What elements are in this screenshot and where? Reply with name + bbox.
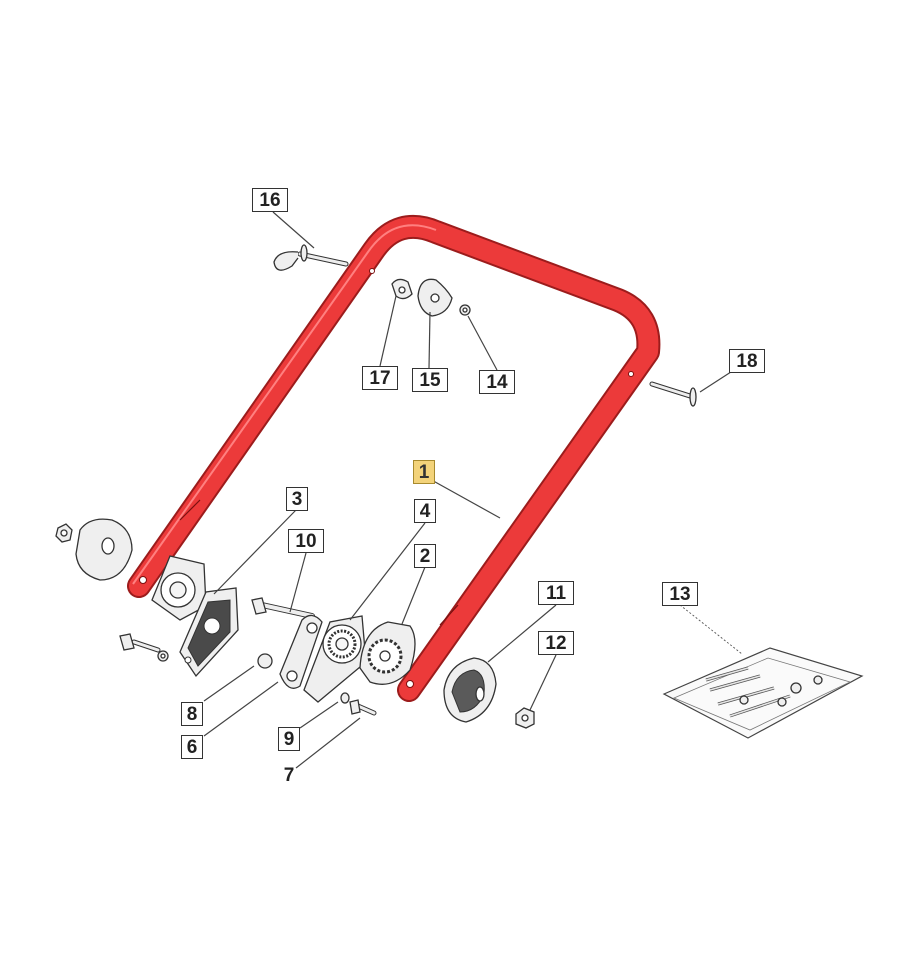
callout-16[interactable]: 16 — [252, 188, 288, 212]
nut-part-12[interactable] — [515, 707, 535, 729]
callout-1[interactable]: 1 — [413, 460, 435, 484]
callout-4[interactable]: 4 — [414, 499, 436, 523]
callout-10[interactable]: 10 — [288, 529, 324, 553]
nut-part-8[interactable] — [257, 653, 273, 669]
callout-14[interactable]: 14 — [479, 370, 515, 394]
left-ratchet-wheel[interactable] — [151, 555, 207, 621]
link-plate-part[interactable] — [279, 614, 323, 689]
hardware-bag-part[interactable] — [662, 647, 864, 739]
left-bolt-and-washer[interactable] — [119, 633, 169, 662]
leader-lines — [203, 211, 743, 769]
callout-9[interactable]: 9 — [278, 727, 300, 751]
callout-15[interactable]: 15 — [412, 368, 448, 392]
carriage-bolt-part[interactable] — [649, 381, 697, 407]
callout-7[interactable]: 7 — [283, 765, 295, 786]
ratchet-plate-part[interactable] — [303, 615, 367, 703]
left-knob-assembly[interactable] — [55, 518, 133, 581]
bolt-with-clip-part[interactable] — [273, 244, 349, 271]
handle-bar-part[interactable] — [127, 214, 661, 702]
callout-13[interactable]: 13 — [662, 582, 698, 606]
callout-3[interactable]: 3 — [286, 487, 308, 511]
nut-part-14[interactable] — [459, 304, 471, 316]
short-bolt-part-7[interactable] — [349, 699, 377, 716]
ratchet-pad-part[interactable] — [359, 621, 416, 685]
callout-8[interactable]: 8 — [181, 702, 203, 726]
long-bolt-part[interactable] — [251, 597, 315, 619]
washer-part-9[interactable] — [340, 692, 350, 704]
callout-17[interactable]: 17 — [362, 366, 398, 390]
knob-part[interactable] — [417, 278, 453, 317]
callout-18[interactable]: 18 — [729, 349, 765, 373]
callout-12[interactable]: 12 — [538, 631, 574, 655]
clip-part[interactable] — [391, 278, 413, 300]
bracket-part-3[interactable] — [179, 587, 239, 678]
callout-6[interactable]: 6 — [181, 735, 203, 759]
knob-part-11[interactable] — [443, 657, 497, 723]
callout-2[interactable]: 2 — [414, 544, 436, 568]
callout-11[interactable]: 11 — [538, 581, 574, 605]
